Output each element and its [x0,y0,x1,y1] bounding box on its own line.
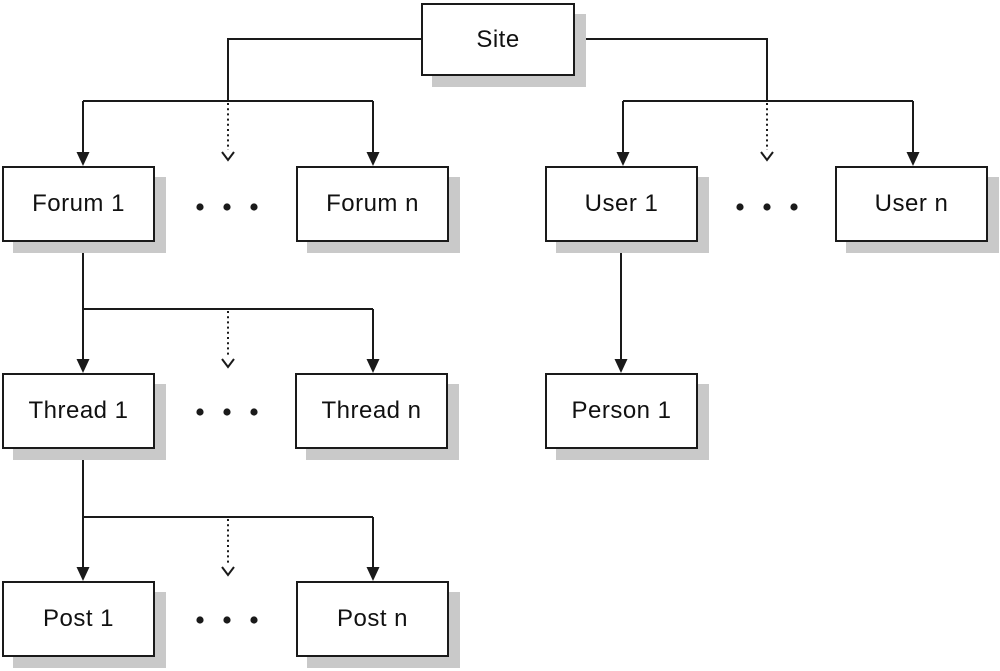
arrowhead-post-n [366,567,380,581]
chevron-forums [221,151,235,162]
node-user-n-label: User n [874,190,949,217]
solid-connector-lines [82,38,914,568]
forum-ellipsis-dots [196,203,258,211]
arrowhead-forum-n [366,152,380,166]
ellipsis-dot-groups [196,203,798,624]
chevron-threads [221,358,235,369]
chevron-posts [221,566,235,577]
arrowhead-user-n [906,152,920,166]
node-post-n-label: Post n [336,605,409,632]
user-ellipsis-dots [736,203,798,211]
node-post-n: Post n [296,581,449,657]
node-site-label: Site [476,25,520,53]
post-ellipsis-dots [196,616,258,624]
arrowhead-user-1 [616,152,630,166]
node-post-1: Post 1 [2,581,155,657]
arrowhead-thread-n [366,359,380,373]
node-thread-n: Thread n [295,373,448,449]
node-user-1-label: User 1 [584,190,659,217]
node-thread-1-label: Thread 1 [28,397,129,424]
arrowhead-thread-1 [76,359,90,373]
node-forum-1: Forum 1 [2,166,155,242]
node-user-n: User n [835,166,988,242]
chevron-users [760,151,774,162]
solid-arrowheads [76,152,920,581]
node-thread-n-label: Thread n [321,397,422,424]
node-thread-1: Thread 1 [2,373,155,449]
arrowhead-post-1 [76,567,90,581]
edge-site-to-users-elbow [575,38,768,101]
arrowhead-person-1 [614,359,628,373]
node-post-1-label: Post 1 [42,605,115,632]
node-person-1: Person 1 [545,373,698,449]
node-site: Site [421,3,575,76]
node-user-1: User 1 [545,166,698,242]
node-forum-n: Forum n [296,166,449,242]
node-forum-n-label: Forum n [326,190,419,217]
edge-site-to-forums-elbow [227,38,421,101]
node-forum-1-label: Forum 1 [32,190,125,217]
node-person-1-label: Person 1 [571,397,672,424]
thread-ellipsis-dots [196,408,258,416]
arrowhead-forum-1 [76,152,90,166]
